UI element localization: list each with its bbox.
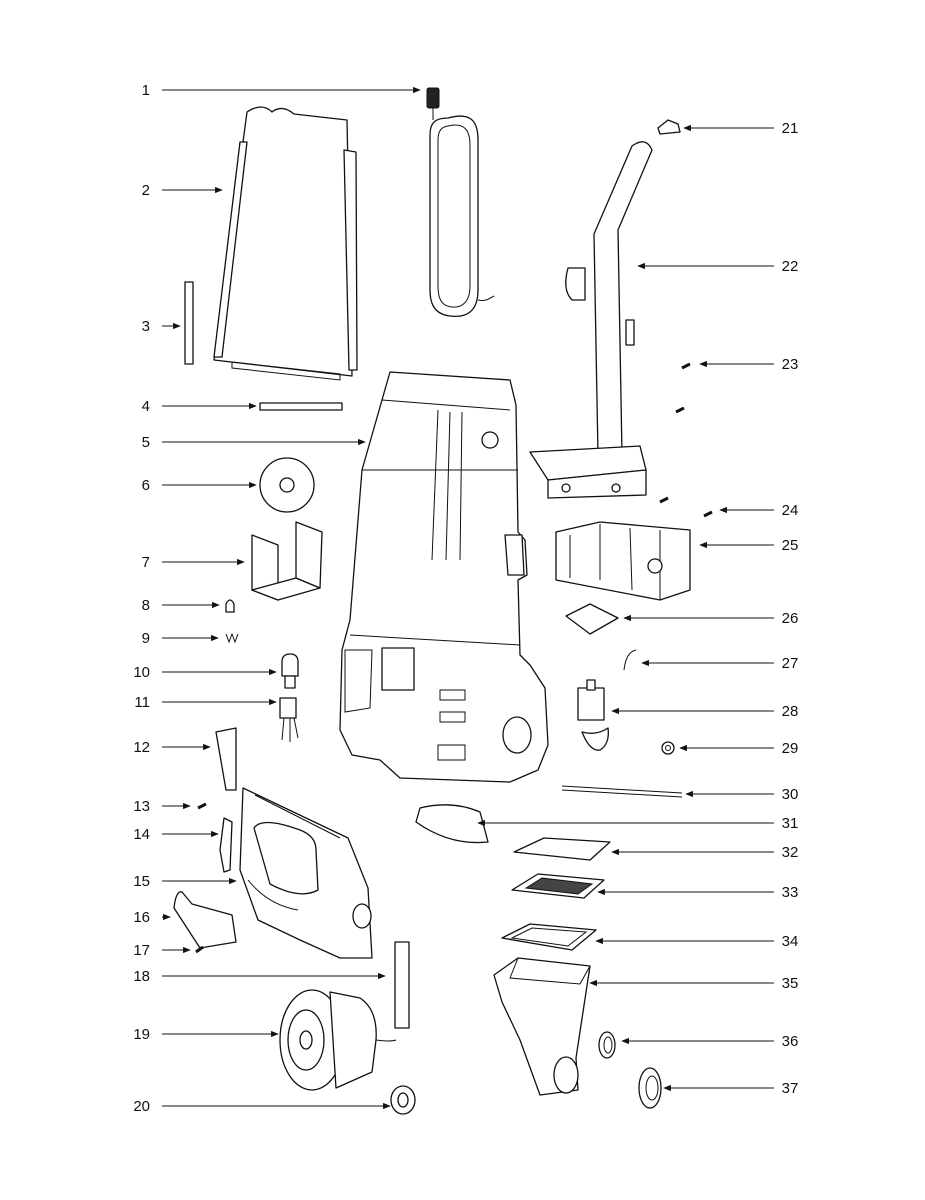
part-small-cap [225,599,235,613]
callout-label-34: 34 [782,933,799,950]
callout-label-3: 3 [142,318,150,335]
part-handle [529,141,653,499]
callout-label-37: 37 [782,1080,799,1097]
part-rear-panel [555,521,691,601]
callout-label-36: 36 [782,1033,799,1050]
callout-label-19: 19 [133,1026,150,1043]
part-pedal [173,891,237,949]
part-bag-cover [213,106,358,381]
callout-label-1: 1 [142,82,150,99]
part-main-housing [339,371,549,783]
part-disc [259,457,315,513]
part-handle-cap [657,119,681,135]
callout-label-11: 11 [134,694,150,711]
callout-label-7: 7 [142,554,150,571]
callout-label-30: 30 [782,786,799,803]
part-screws-23 [675,362,691,414]
callout-label-27: 27 [782,655,799,672]
callout-label-17: 17 [133,942,150,959]
callout-label-31: 31 [782,815,799,832]
part-filter-pad [513,837,611,861]
callout-label-8: 8 [142,597,150,614]
callout-label-6: 6 [142,477,150,494]
callout-label-14: 14 [133,826,150,843]
part-bracket [251,521,323,601]
part-switch [577,679,609,751]
part-clip [219,817,233,873]
callout-label-2: 2 [142,182,150,199]
callout-label-21: 21 [782,120,799,137]
callout-label-18: 18 [133,968,150,985]
part-curved-plate [415,804,489,844]
callout-label-20: 20 [133,1098,150,1115]
part-plate [565,603,619,635]
part-socket [279,697,299,742]
part-base [493,957,591,1096]
callout-label-22: 22 [782,258,799,275]
part-mesh-filter [511,873,605,899]
part-screws-24 [659,496,713,518]
part-knob [390,1085,416,1115]
callout-label-24: 24 [782,502,799,519]
part-spring [225,632,239,644]
callout-label-10: 10 [133,664,150,681]
callout-label-25: 25 [782,537,799,554]
callout-label-5: 5 [142,434,150,451]
part-thin-bar [259,402,343,411]
part-lower-front-housing [239,787,373,959]
callout-label-12: 12 [133,739,150,756]
part-strip [184,281,194,365]
callout-label-32: 32 [782,844,799,861]
callout-label-33: 33 [782,884,799,901]
part-filter-frame [501,923,597,951]
part-bulb [281,653,299,689]
part-vertical-bar [394,941,410,1029]
part-ring-37 [638,1067,662,1109]
callout-layer: 1234567891011121314151617181920212223242… [133,82,798,1115]
callout-label-15: 15 [133,873,150,890]
callout-label-13: 13 [133,798,150,815]
callout-label-29: 29 [782,740,799,757]
part-screw-17 [195,945,204,954]
part-rod [561,785,683,798]
callout-label-23: 23 [782,356,799,373]
callout-label-16: 16 [133,909,150,926]
callout-label-28: 28 [782,703,799,720]
callout-label-26: 26 [782,610,799,627]
part-screw-13 [197,802,207,810]
part-panel [215,727,237,791]
callout-label-4: 4 [142,398,150,415]
part-ring-36 [598,1031,616,1059]
callout-label-35: 35 [782,975,799,992]
part-motor [279,989,397,1091]
part-nut [661,741,675,755]
part-wire [623,649,637,671]
callout-label-9: 9 [142,630,150,647]
part-power-cord [426,87,495,318]
